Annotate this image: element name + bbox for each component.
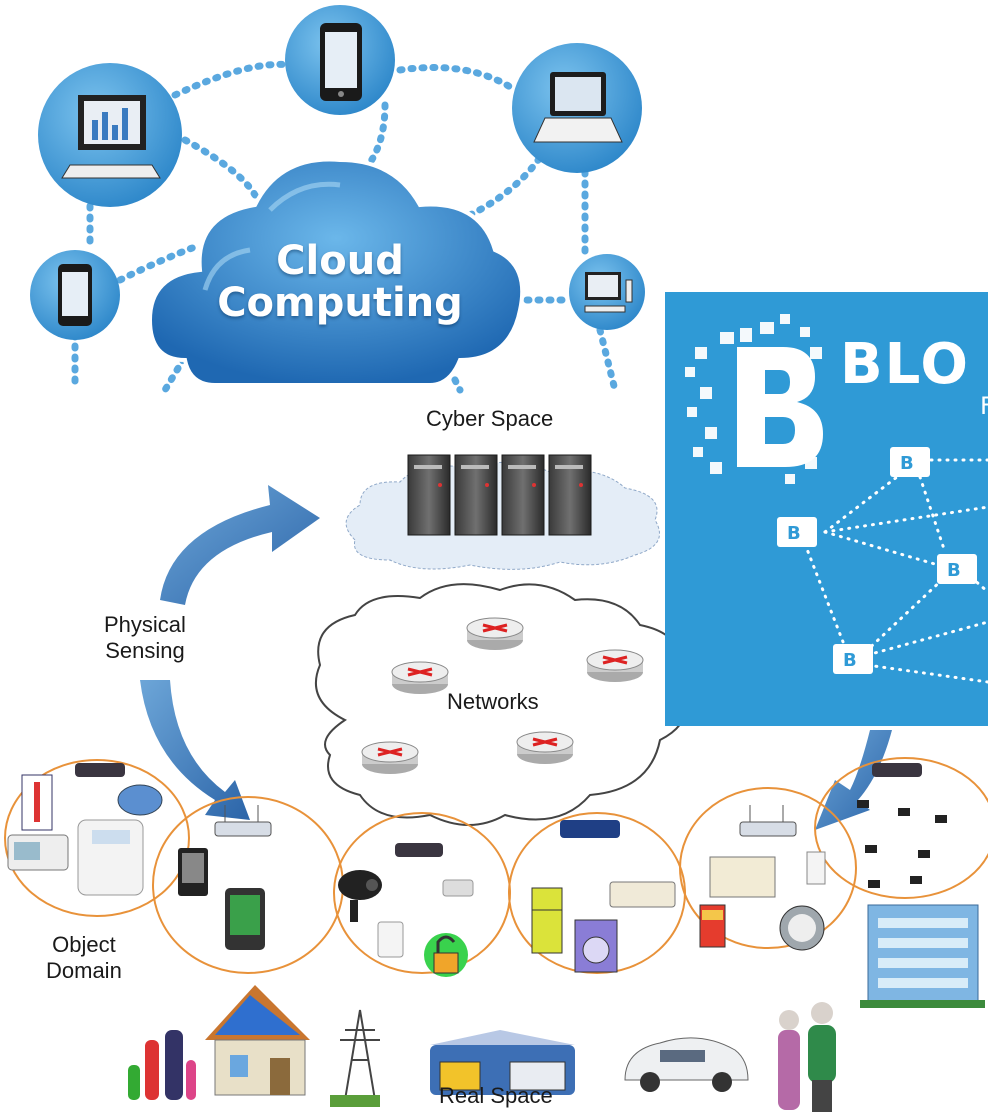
cloud-computing-title: Cloud Computing xyxy=(200,240,480,324)
svg-text:B: B xyxy=(900,453,914,474)
svg-text:B: B xyxy=(843,650,857,671)
elderly-couple-icon xyxy=(778,1002,836,1112)
pole-device-icon xyxy=(806,851,826,885)
bitcoin-logo-icon xyxy=(685,314,823,484)
monitor-device-icon xyxy=(7,834,69,871)
physical-sensing-arrow xyxy=(140,485,320,820)
object-domain-circles xyxy=(4,757,988,974)
smoke-detector-icon xyxy=(442,879,474,897)
cloud-title-line1: Cloud xyxy=(276,238,404,284)
blockchain-title: BLO xyxy=(840,332,970,397)
blockchain-links xyxy=(803,458,988,684)
laptop-icon xyxy=(512,43,642,173)
physical-sensing-line1: Physical xyxy=(104,612,186,637)
desktop-monitor-icon xyxy=(38,63,182,207)
phone-icon xyxy=(285,5,395,115)
camera-icon xyxy=(338,870,382,922)
physical-sensing-label: Physical Sensing xyxy=(104,612,186,665)
scale-icon xyxy=(77,819,144,896)
sensor-icon xyxy=(377,921,404,958)
wallet-icon: B B B B xyxy=(777,447,977,674)
washing-machine-icon xyxy=(574,919,618,973)
blockchain-panel: B B B B BLO F xyxy=(665,292,988,726)
router-icon xyxy=(361,617,644,774)
physical-sensing-line2: Sensing xyxy=(105,638,185,664)
svg-text:B: B xyxy=(787,523,801,544)
blockchain-subtitle: F xyxy=(980,392,988,420)
networks-label: Networks xyxy=(447,689,539,714)
svg-text:B: B xyxy=(947,560,961,581)
building-icon xyxy=(860,904,985,1008)
panel-board-icon xyxy=(709,856,776,898)
sensor-nodes-icon xyxy=(857,800,947,888)
thermometer-icon xyxy=(21,774,53,831)
air-conditioner-icon xyxy=(609,881,676,908)
smartphone-icon xyxy=(225,888,265,950)
pda-icon xyxy=(178,848,208,896)
cloud-shape xyxy=(147,157,525,387)
real-space-label: Real Space xyxy=(439,1083,553,1108)
fridge-icon xyxy=(531,887,563,954)
actuation-arrow xyxy=(815,730,892,830)
object-domain-line1: Object xyxy=(52,932,116,957)
object-domain-line2: Domain xyxy=(46,958,122,984)
object-domain-label: Object Domain xyxy=(46,932,122,985)
car-icon xyxy=(624,1037,749,1092)
server-icon xyxy=(407,454,592,536)
workstation-icon xyxy=(569,254,645,330)
lock-icon xyxy=(424,933,468,977)
tablet-icon xyxy=(30,250,120,340)
family-icon xyxy=(128,1030,196,1100)
meter-icon xyxy=(779,905,825,951)
battery-icon xyxy=(699,904,726,948)
pylon-icon xyxy=(330,1009,380,1107)
gateway-icon xyxy=(75,763,922,857)
wifi-router-icon xyxy=(214,805,797,837)
cyber-space-label: Cyber Space xyxy=(426,406,554,431)
mouse-icon xyxy=(117,784,163,816)
cloud-title-line2: Computing xyxy=(217,280,463,326)
transport-collage-icon xyxy=(430,1030,575,1095)
house-icon xyxy=(205,985,310,1096)
blockchain-graphics: B B B B xyxy=(685,314,988,684)
